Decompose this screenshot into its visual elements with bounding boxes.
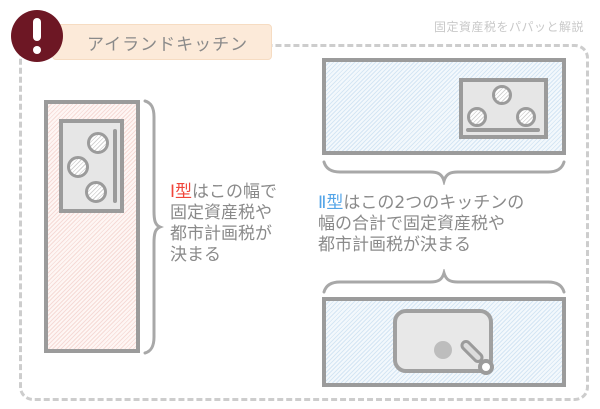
i-type-cooktop [59,119,124,213]
drain-icon [434,341,452,359]
i-type-caption-text: はこの幅で [192,182,278,202]
i-type-caption: Ⅰ型はこの幅で 固定資産税や 都市計画税が 決まる [170,182,277,266]
grill-bar [113,129,117,203]
ii-type-upper-counter [322,58,566,155]
ii-type-caption-text: はこの2つのキッチンの [343,193,525,213]
i-type-term: Ⅰ型 [170,182,193,202]
ii-type-caption-line2: 幅の合計で固定資産税や [318,214,505,234]
burner-icon [492,85,512,105]
content-panel-border [19,44,589,401]
faucet-knob-icon [478,359,494,375]
ii-type-cooktop [459,78,548,139]
ii-type-upper-width-brace [322,160,566,185]
i-type-caption-line2: 固定資産税や [170,203,272,223]
i-type-counter [44,100,140,353]
ii-type-lower-counter [322,297,566,387]
burner-icon [467,107,487,127]
i-type-caption-line1: Ⅰ型はこの幅で [170,182,277,203]
burner-icon [87,132,109,154]
ii-type-lower-width-brace [322,269,566,294]
burner-icon [67,156,89,178]
ii-type-caption: Ⅱ型はこの2つのキッチンの 幅の合計で固定資産税や 都市計画税が決まる [318,193,524,256]
exclamation-icon [11,10,63,62]
i-type-caption-line3: 都市計画税が [170,224,272,244]
ii-type-term: Ⅱ型 [318,193,344,213]
section-title: アイランドキッチン [87,34,249,55]
grill-bar [466,128,540,132]
ii-type-caption-line1: Ⅱ型はこの2つのキッチンの [318,193,524,214]
ii-type-sink [393,309,494,375]
exclamation-bar [33,18,41,41]
burner-icon [516,107,536,127]
i-type-width-brace [143,99,164,355]
ii-type-caption-line3: 都市計画税が決まる [318,235,471,255]
site-watermark: 固定資産税をパパッと解説 [433,20,584,34]
section-header: アイランドキッチン [52,24,272,60]
burner-icon [85,181,107,203]
i-type-caption-line4: 決まる [170,245,221,265]
exclamation-dot [33,46,41,54]
